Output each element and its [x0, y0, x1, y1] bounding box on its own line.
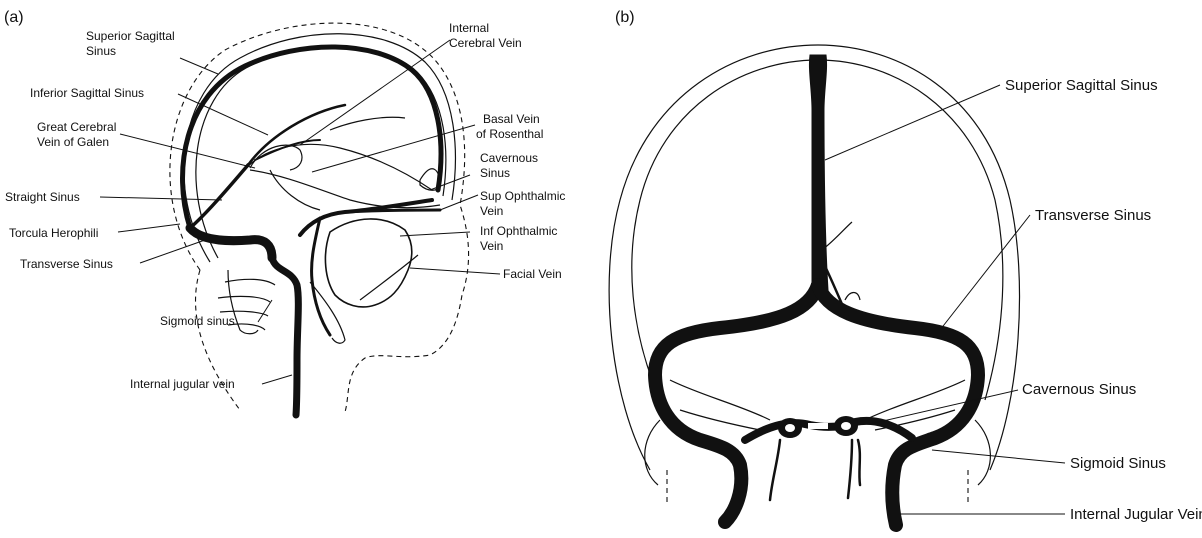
coronal-sss: [809, 55, 828, 290]
sagittal-sup-ophthalmic: [345, 210, 440, 212]
sagittal-transverse: [190, 228, 272, 258]
sagittal-sigmoid-ijv: [272, 258, 298, 415]
label-a-inf-ophthalmic-vein: Inf Ophthalmic Vein: [480, 224, 561, 253]
label-a-internal-cerebral-vein: Internal Cerebral Vein: [449, 21, 522, 50]
leader-lines-b: [825, 85, 1065, 514]
coronal-left-jaw: [645, 420, 660, 485]
label-a-sup-ophthalmic-vein: Sup Ophthalmic Vein: [480, 189, 569, 218]
label-b-cavernous-sinus: Cavernous Sinus: [1022, 381, 1136, 398]
label-b-sigmoid-sinus: Sigmoid Sinus: [1070, 455, 1166, 472]
facial-vein-line: [360, 255, 418, 300]
label-a-inferior-sagittal-sinus: Inferior Sagittal Sinus: [30, 86, 144, 100]
label-b-internal-jugular-vein: Internal Jugular Vein: [1070, 506, 1202, 523]
coronal-intercavernous-gap: [808, 423, 828, 429]
label-a-sigmoid-sinus: Sigmoid sinus: [160, 314, 235, 328]
panel-a-tag: (a): [4, 9, 24, 26]
label-a-internal-jugular-vein: Internal jugular vein: [130, 377, 235, 391]
sagittal-sss: [183, 47, 441, 228]
label-b-transverse-sinus: Transverse Sinus: [1035, 207, 1151, 224]
mandible-outline: [310, 282, 345, 343]
label-b-superior-sagittal-sinus: Superior Sagittal Sinus: [1005, 77, 1158, 94]
frontal-line: [330, 117, 405, 130]
label-a-superior-sagittal-sinus: Superior Sagittal Sinus: [86, 29, 178, 58]
sagittal-icv: [255, 140, 320, 160]
coronal-cavernous-bar: [745, 421, 912, 440]
label-a-transverse-sinus: Transverse Sinus: [20, 257, 113, 271]
label-a-torcula-herophili: Torcula Herophili: [9, 226, 98, 240]
coronal-cavernous-right-hole: [841, 422, 851, 430]
coronal-transverse-left: [655, 285, 818, 522]
label-a-facial-vein: Facial Vein: [503, 267, 562, 281]
sagittal-straight-sinus: [190, 165, 248, 228]
skull-inner: [196, 46, 446, 258]
label-a-cavernous-sinus: Cavernous Sinus: [480, 151, 541, 180]
coronal-drip-mid: [858, 440, 860, 485]
coronal-drip-right: [848, 440, 852, 498]
coronal-tentorium-left: [670, 380, 770, 420]
panel-b-tag: (b): [615, 9, 635, 26]
dural-fold: [245, 144, 432, 190]
vein-of-galen-curve: [250, 145, 302, 170]
label-a-great-cerebral-vein: Great Cerebral Vein of Galen: [37, 120, 120, 149]
coronal-petrous-left: [680, 410, 760, 430]
label-a-basal-vein: Basal Vein of Rosenthal: [476, 112, 543, 141]
skull-outer: [184, 34, 456, 262]
coronal-drip-left: [770, 440, 780, 500]
panel-b: (b): [609, 9, 1202, 525]
label-a-straight-sinus: Straight Sinus: [5, 190, 80, 204]
coronal-right-jaw: [975, 420, 990, 485]
panel-a: (a): [4, 9, 569, 415]
coronal-cavernous-left-hole: [785, 424, 795, 432]
